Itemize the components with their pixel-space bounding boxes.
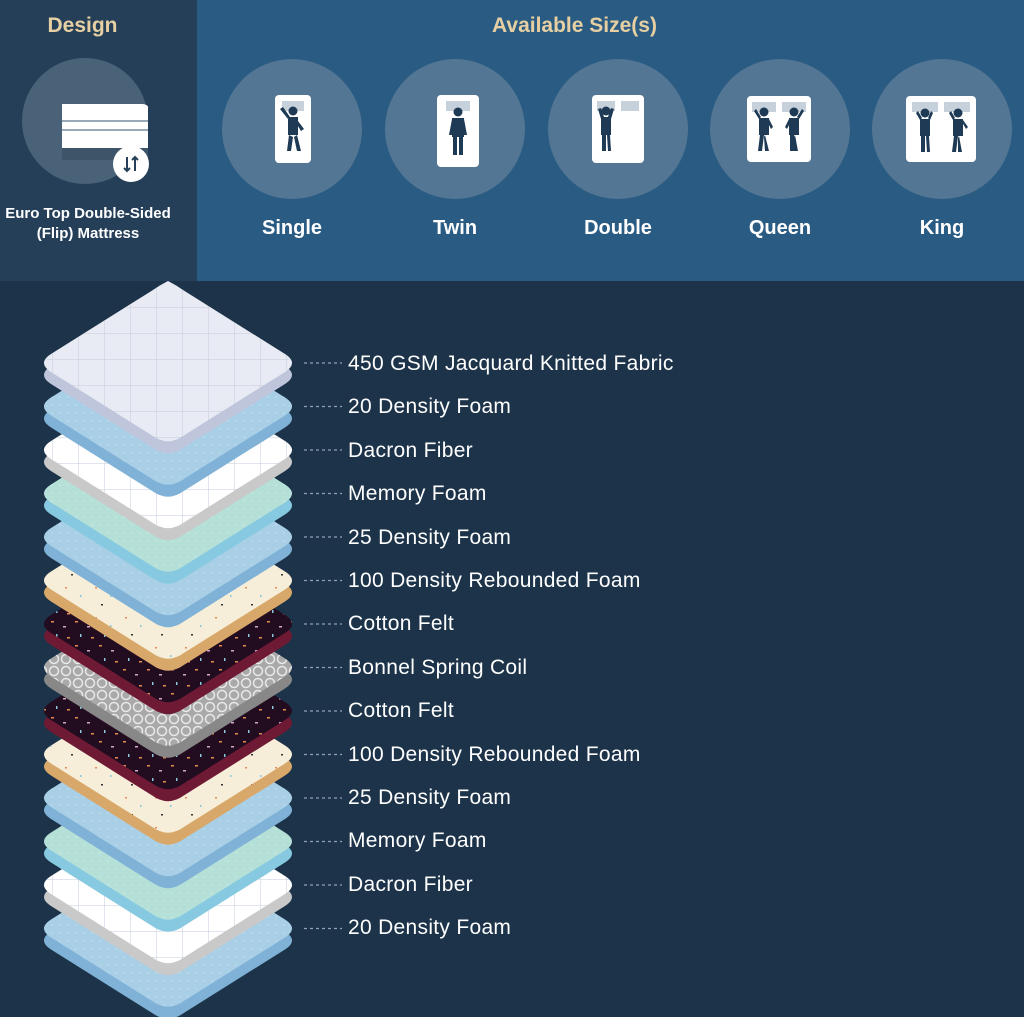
size-label-king: King xyxy=(919,217,965,239)
size-label-twin: Twin xyxy=(432,217,478,239)
design-title: Design xyxy=(47,14,118,37)
layer-label-13: Dacron Fiber xyxy=(348,873,473,896)
layer-label-8: Bonnel Spring Coil xyxy=(348,656,528,679)
layer-stack: 450 GSM Jacquard Knitted Fabric 20 Densi… xyxy=(0,281,1024,1017)
layer-label-4: Memory Foam xyxy=(348,482,487,505)
layer-label-9: Cotton Felt xyxy=(348,699,455,722)
king-bed-icon xyxy=(872,59,1012,199)
design-label-line1: Euro Top Double-Sided xyxy=(5,205,171,222)
layer-label-11: 25 Density Foam xyxy=(348,786,512,809)
design-label: Euro Top Double-Sided (Flip) Mattress xyxy=(0,204,176,244)
mattress-icon xyxy=(22,58,148,184)
single-bed-icon xyxy=(222,59,362,199)
layer-label-12: Memory Foam xyxy=(348,829,487,852)
layer-label-1: 450 GSM Jacquard Knitted Fabric xyxy=(348,352,674,375)
layer-label-5: 25 Density Foam xyxy=(348,526,512,549)
flip-icon xyxy=(113,146,149,182)
layer-label-6: 100 Density Rebounded Foam xyxy=(348,569,641,592)
size-option-double[interactable]: Double xyxy=(548,59,688,249)
twin-bed-icon xyxy=(385,59,525,199)
layer-label-7: Cotton Felt xyxy=(348,612,455,635)
size-label-double: Double xyxy=(584,217,652,239)
size-option-single[interactable]: Single xyxy=(222,59,362,249)
size-option-king[interactable]: King xyxy=(872,59,1012,249)
mattress-layers-illustration xyxy=(44,281,342,1017)
layer-1-jacquard-fabric xyxy=(44,281,292,454)
size-label-queen: Queen xyxy=(748,217,812,239)
sizes-title: Available Size(s) xyxy=(492,14,657,37)
layer-label-14: 20 Density Foam xyxy=(348,916,512,939)
double-bed-icon xyxy=(548,59,688,199)
layer-label-10: 100 Density Rebounded Foam xyxy=(348,743,641,766)
design-panel: Design Euro Top Double-Sided (Flip) xyxy=(0,0,197,281)
size-label-single: Single xyxy=(261,217,322,239)
header: Design Euro Top Double-Sided (Flip) xyxy=(0,0,1024,281)
queen-bed-icon xyxy=(710,59,850,199)
sizes-panel: Available Size(s) xyxy=(197,0,1024,281)
layer-label-2: 20 Density Foam xyxy=(348,395,512,418)
design-label-line2: (Flip) Mattress xyxy=(36,225,140,242)
size-option-twin[interactable]: Twin xyxy=(385,59,525,249)
layer-label-3: Dacron Fiber xyxy=(348,439,473,462)
size-option-queen[interactable]: Queen xyxy=(710,59,850,249)
